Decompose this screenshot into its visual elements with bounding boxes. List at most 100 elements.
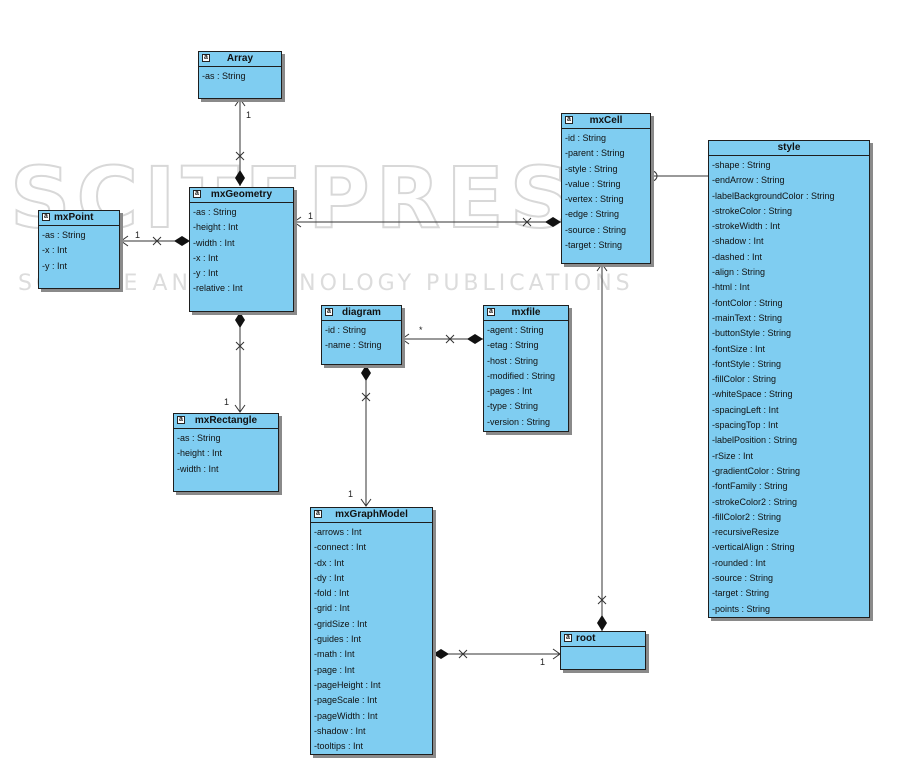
class-icon: a xyxy=(565,116,573,124)
attribute: -version : String xyxy=(487,416,551,427)
attribute: -dy : Int xyxy=(314,572,345,583)
attribute: -page : Int xyxy=(314,664,355,675)
class-mxgeometry[interactable]: a mxGeometry -as : String-height : Int-w… xyxy=(189,187,294,312)
attribute: -y : Int xyxy=(193,268,219,279)
nav-x-mark xyxy=(522,217,532,227)
attribute: -html : Int xyxy=(712,282,750,293)
attribute: -arrows : Int xyxy=(314,527,362,537)
class-icon: a xyxy=(193,190,201,198)
attribute: -pageHeight : Int xyxy=(314,679,381,690)
attribute: -align : String xyxy=(712,267,766,278)
multiplicity-label: 1 xyxy=(348,489,353,499)
assoc-cell-geometry[interactable]: 1 xyxy=(293,211,561,228)
nav-x-mark xyxy=(458,649,468,659)
assoc-root-cell[interactable] xyxy=(596,263,608,631)
composition-diamond xyxy=(361,365,371,381)
attribute: -grid : Int xyxy=(314,603,350,614)
class-diagram[interactable]: a diagram -id : String-name : String xyxy=(321,305,402,365)
composition-diamond xyxy=(433,649,449,659)
class-name: mxPoint xyxy=(54,212,94,223)
attribute: -shadow : Int xyxy=(314,725,366,736)
assoc-array-geometry[interactable]: 1 xyxy=(234,98,251,186)
nav-x-mark xyxy=(235,341,245,351)
class-icon: a xyxy=(177,416,185,424)
attribute: -pageScale : Int xyxy=(314,695,378,706)
class-mxrectangle[interactable]: a mxRectangle -as : String-height : Int-… xyxy=(173,413,279,492)
class-name: mxGraphModel xyxy=(335,509,408,520)
nav-x-mark xyxy=(235,151,245,161)
class-mxpoint[interactable]: a mxPoint -as : String-x : Int-y : Int xyxy=(38,210,120,289)
assoc-graphmodel-root[interactable]: 1 xyxy=(433,648,561,667)
attribute: -math : Int xyxy=(314,649,355,660)
class-mxgraphmodel[interactable]: a mxGraphModel -arrows : Int-connect : I… xyxy=(310,507,433,755)
class-name: style xyxy=(777,142,801,153)
attribute: -rounded : Int xyxy=(712,557,766,568)
attribute: -width : Int xyxy=(193,237,235,248)
attribute: -spacingLeft : Int xyxy=(712,404,779,415)
class-name: mxRectangle xyxy=(194,415,258,426)
attribute-list: -agent : String-etag : String-host : Str… xyxy=(484,321,568,430)
attribute: -mainText : String xyxy=(712,312,783,323)
attribute: -gradientColor : String xyxy=(712,465,801,476)
class-header: a mxGraphModel xyxy=(311,508,432,523)
attribute: -fontColor : String xyxy=(712,297,783,308)
attribute: -name : String xyxy=(325,340,382,351)
attribute: -parent : String xyxy=(565,148,625,159)
attribute: -vertex : String xyxy=(565,194,624,205)
attribute: -pages : Int xyxy=(487,386,533,397)
attribute: -spacingTop : Int xyxy=(712,420,779,431)
attribute: -dashed : Int xyxy=(712,251,763,262)
class-root[interactable]: a root xyxy=(560,631,646,670)
class-header: a mxCell xyxy=(562,114,650,129)
attribute: -dx : Int xyxy=(314,557,345,568)
attribute: -points : String xyxy=(712,603,771,614)
class-mxcell[interactable]: a mxCell -id : String-parent : String-st… xyxy=(561,113,651,264)
class-header: a mxGeometry xyxy=(190,188,293,203)
attribute: -relative : Int xyxy=(193,283,243,294)
nav-x-mark xyxy=(152,236,162,246)
assoc-diagram-graphmodel[interactable]: 1 xyxy=(348,365,372,507)
multiplicity-label: 1 xyxy=(540,657,545,667)
assoc-geometry-rectangle[interactable]: 1 xyxy=(224,312,246,413)
class-icon: a xyxy=(202,54,210,62)
attribute: -type : String xyxy=(487,401,539,412)
class-header: a mxPoint xyxy=(39,211,119,226)
attribute-list: -as : String-height : Int-width : Int-x … xyxy=(190,203,293,297)
assoc-mxfile-diagram[interactable]: * xyxy=(401,325,483,345)
composition-diamond xyxy=(235,170,245,186)
attribute-list: -arrows : Int-connect : Int-dx : Int-dy … xyxy=(311,523,432,754)
attribute: -fillColor2 : String xyxy=(712,511,782,522)
attribute: -etag : String xyxy=(487,340,539,351)
attribute: -pageWidth : Int xyxy=(314,710,378,721)
attribute: -verticalAlign : String xyxy=(712,542,795,553)
multiplicity-label: 1 xyxy=(246,110,251,120)
attribute: -host : String xyxy=(487,355,539,366)
attribute: -strokeColor2 : String xyxy=(712,496,798,507)
class-icon: a xyxy=(325,308,333,316)
attribute: -strokeWidth : Int xyxy=(712,221,781,232)
attribute: -guides : Int xyxy=(314,634,362,645)
class-header: a root xyxy=(561,632,645,647)
class-icon: a xyxy=(42,213,50,221)
attribute: -height : Int xyxy=(177,448,223,459)
nesting-cell-style[interactable] xyxy=(646,170,708,182)
assoc-point-geometry[interactable]: 1 xyxy=(120,230,190,247)
attribute: -y : Int xyxy=(42,260,68,271)
class-array[interactable]: a Array -as : String xyxy=(198,51,282,99)
attribute: -shape : String xyxy=(712,160,771,170)
multiplicity-label: 1 xyxy=(224,397,229,407)
attribute: -recursiveResize xyxy=(712,527,780,538)
attribute: -whiteSpace : String xyxy=(712,389,793,400)
attribute-list: -id : String-parent : String-style : Str… xyxy=(562,129,650,253)
composition-diamond xyxy=(235,312,245,328)
class-name: mxfile xyxy=(511,307,541,318)
attribute: -fontStyle : String xyxy=(712,358,782,369)
class-mxfile[interactable]: a mxfile -agent : String-etag : String-h… xyxy=(483,305,569,432)
nav-x-mark xyxy=(597,595,607,605)
multiplicity-label: * xyxy=(419,325,423,335)
attribute-list: -as : String xyxy=(199,67,281,84)
nav-x-mark xyxy=(361,392,371,402)
class-style[interactable]: style -shape : String-endArrow : String-… xyxy=(708,140,870,618)
class-header: a mxfile xyxy=(484,306,568,321)
